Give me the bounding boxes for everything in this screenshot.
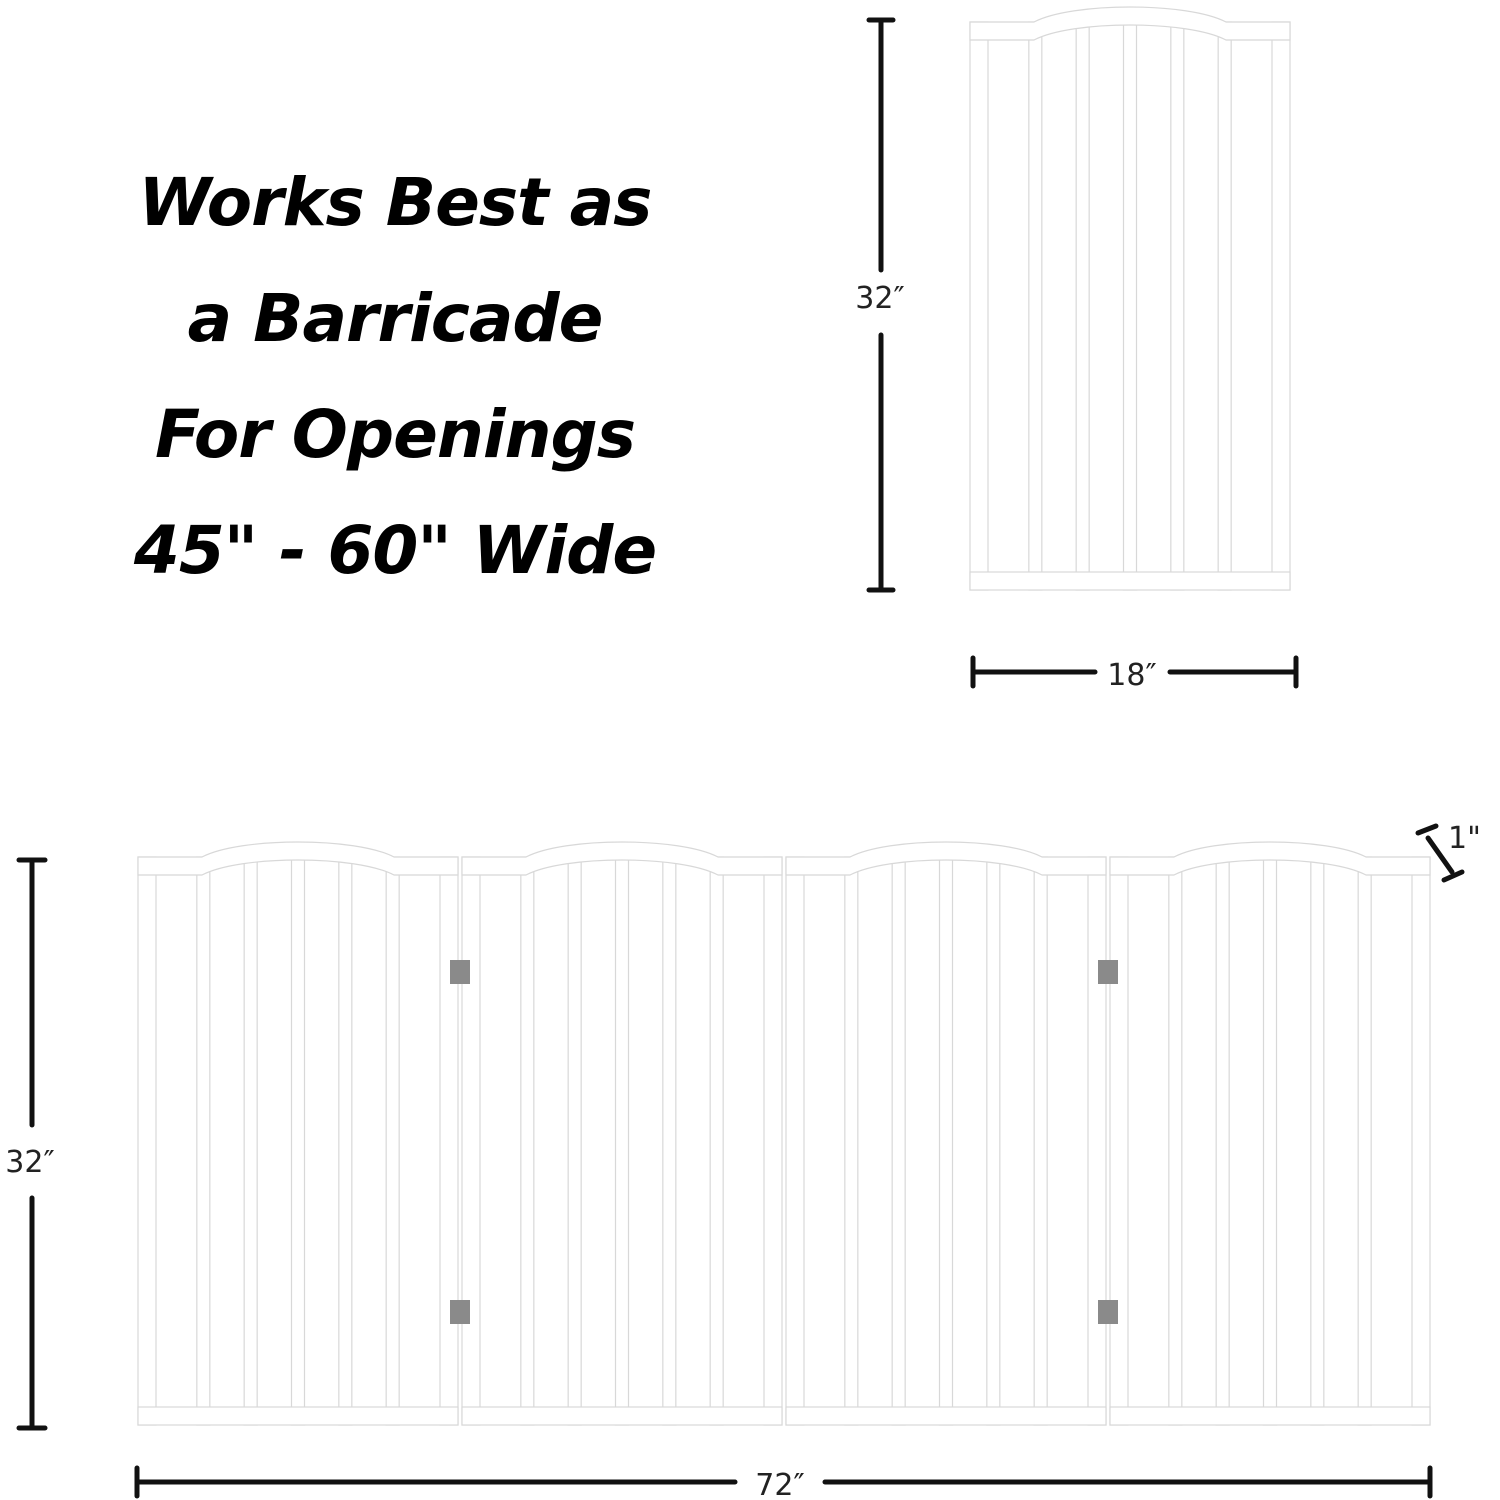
single-height-label: 32″ (855, 281, 904, 316)
gate-side-rail (137, 856, 157, 1426)
gate-top-rail (137, 841, 459, 876)
gate-top-rail (461, 841, 783, 876)
gate-top-rail (785, 841, 1107, 876)
hinge (1098, 1300, 1118, 1324)
gate-panel (969, 6, 1291, 591)
gate-bottom-rail (1109, 1406, 1431, 1426)
gate-slat (1262, 856, 1278, 1426)
gate-side-rail (969, 21, 989, 591)
gate-height-dimension (16, 857, 48, 1431)
gate-slat (1217, 21, 1232, 591)
gate-slat (844, 856, 859, 1426)
gate-slat (1170, 21, 1185, 591)
gate-side-rail (439, 856, 459, 1426)
gate-bottom-rail (461, 1406, 783, 1426)
gate-slat (290, 856, 306, 1426)
gate-height-label: 32″ (5, 1145, 54, 1180)
gate-slat (891, 856, 906, 1426)
gate-panel (461, 841, 783, 1426)
gate-bottom-rail (137, 1406, 459, 1426)
gate-side-rail (1411, 856, 1431, 1426)
headline: Works Best as a Barricade For Openings 4… (90, 145, 700, 609)
gate-slat (243, 856, 258, 1426)
gate-panel (785, 841, 1107, 1426)
gate-bottom-rail (969, 571, 1291, 591)
full-gate-illustration (137, 841, 1431, 1426)
gate-panel (137, 841, 459, 1426)
headline-line-2: a Barricade (187, 280, 604, 357)
gate-side-rail (1109, 856, 1129, 1426)
gate-top-rail (1109, 841, 1431, 876)
gate-slat (196, 856, 211, 1426)
gate-slat (986, 856, 1001, 1426)
gate-slat (614, 856, 630, 1426)
gate-side-rail (461, 856, 481, 1426)
gate-slat (1033, 856, 1048, 1426)
gate-slat (338, 856, 353, 1426)
gate-slat (709, 856, 724, 1426)
headline-line-3: For Openings (154, 396, 636, 473)
gate-slat (662, 856, 677, 1426)
gate-slat (567, 856, 582, 1426)
thickness-dimension (1415, 823, 1465, 883)
gate-slat (1357, 856, 1372, 1426)
gate-slat (1122, 21, 1138, 591)
hinge (450, 1300, 470, 1324)
gate-side-rail (1271, 21, 1291, 591)
single-height-dimension (866, 17, 896, 593)
headline-line-4: 45" - 60" Wide (133, 512, 657, 589)
gate-slat (385, 856, 400, 1426)
gate-slat (1215, 856, 1230, 1426)
thickness-label: 1" (1448, 821, 1481, 856)
gate-slat (1028, 21, 1043, 591)
single-panel-illustration (969, 6, 1291, 591)
gate-slat (1075, 21, 1090, 591)
gate-slat (938, 856, 954, 1426)
single-width-label: 18″ (1107, 658, 1156, 693)
hinge (1098, 960, 1118, 984)
gate-slat (1168, 856, 1183, 1426)
gate-slat (1310, 856, 1325, 1426)
gate-panel (1109, 841, 1431, 1426)
hinge (450, 960, 470, 984)
gate-slat (520, 856, 535, 1426)
gate-side-rail (1087, 856, 1107, 1426)
headline-line-1: Works Best as (138, 164, 653, 241)
gate-bottom-rail (785, 1406, 1107, 1426)
gate-side-rail (785, 856, 805, 1426)
gate-side-rail (763, 856, 783, 1426)
gate-top-rail (969, 6, 1291, 41)
gate-width-dimension (134, 1465, 1433, 1499)
single-width-dimension (970, 655, 1299, 689)
gate-width-label: 72″ (755, 1468, 804, 1500)
